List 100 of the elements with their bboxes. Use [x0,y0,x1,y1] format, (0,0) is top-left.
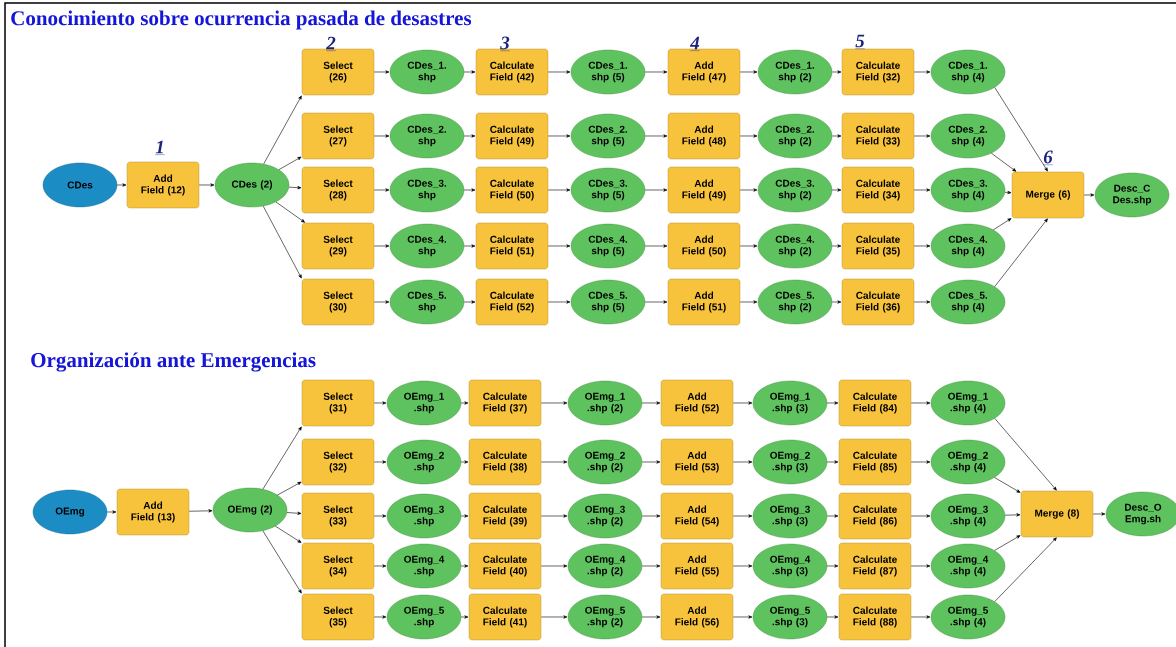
arrow [994,477,1021,493]
process-box: Select (31) [301,379,375,427]
arrow [910,401,931,405]
process-box: Calculate Field (40) [468,542,542,590]
arrow [994,537,1057,602]
process-box: Calculate Field (49) [475,112,549,160]
arrow [644,188,668,192]
arrow [732,460,753,464]
arrow [463,70,476,74]
arrow [373,70,390,74]
process-box: Select (32) [301,438,375,486]
arrow [831,244,842,248]
arrow [910,615,931,619]
process-box: Add Field (48) [667,112,741,160]
arrow [1083,193,1095,197]
process-box: Calculate Field (84) [838,379,912,427]
process-box: Select (27) [301,112,375,160]
arrow [460,564,469,568]
arrow [540,460,568,464]
process-box: Add Field (12) [126,161,200,209]
arrow [826,460,839,464]
arrow [826,564,839,568]
arrow [547,244,571,248]
arrow [373,188,390,192]
process-box: Merge (8) [1020,490,1094,538]
arrow [641,514,661,518]
arrow [641,564,661,568]
arrow [831,300,842,304]
arrow [913,70,931,74]
arrow [910,460,931,464]
process-box: Select (35) [301,593,375,641]
process-box: Calculate Field (52) [475,278,549,326]
arrow [547,70,571,74]
arrow [262,205,302,279]
arrow [275,201,305,223]
process-box: Calculate Field (36) [841,278,915,326]
arrow [106,510,117,514]
arrow [913,134,931,138]
arrow [460,460,469,464]
arrow [373,401,387,405]
arrow [198,183,215,187]
arrow [373,300,390,304]
arrow [831,188,842,192]
arrow [463,134,476,138]
process-box: Calculate Field (50) [475,166,549,214]
process-box: Select (28) [301,166,375,214]
arrow [262,530,302,594]
process-box: Add Field (49) [667,166,741,214]
arrow [540,401,568,405]
step-number: 2 [326,36,336,51]
arrow [739,300,758,304]
step-number: 6 [1043,150,1053,165]
process-box: Add Field (50) [667,222,741,270]
process-box: Add Field (13) [116,488,190,536]
arrow [993,218,1012,231]
process-box: Add Field (52) [660,379,734,427]
process-box: Calculate Field (37) [468,379,542,427]
arrow [831,134,842,138]
arrow [463,244,476,248]
arrow [739,134,758,138]
process-box: Calculate Field (87) [838,542,912,590]
process-box: Add Field (55) [660,542,734,590]
process-box: Add Field (53) [660,438,734,486]
process-box: Calculate Field (41) [468,593,542,641]
process-box: Calculate Field (32) [841,48,915,96]
arrow [826,401,839,405]
arrow [994,87,1048,172]
arrow [991,152,1017,172]
arrow [373,615,387,619]
arrow [994,535,1021,551]
process-box: Calculate Field (34) [841,166,915,214]
section-heading: Organización ante Emergencias [31,352,316,372]
step-number: 5 [855,34,865,49]
arrow [826,615,839,619]
arrow [373,460,387,464]
arrow [286,511,302,515]
process-box: Calculate Field (35) [841,222,915,270]
step-number: 4 [689,36,700,51]
arrow [826,514,839,518]
process-box: Add Field (56) [660,593,734,641]
process-box: Select (33) [301,492,375,540]
arrow [1004,513,1021,517]
arrow [547,188,571,192]
arrow [116,183,127,187]
arrow [641,401,661,405]
arrow [641,615,661,619]
arrow [913,188,931,192]
arrow [732,514,753,518]
arrow [739,188,758,192]
process-box: Merge (6) [1011,171,1085,219]
arrow [732,615,753,619]
arrow [547,300,571,304]
arrow [373,244,390,248]
arrow [547,134,571,138]
process-box: Select (29) [301,222,375,270]
arrow [644,244,668,248]
arrow [262,426,302,490]
process-box: Calculate Field (88) [838,593,912,641]
arrow [644,70,668,74]
process-box: Select (34) [301,542,375,590]
